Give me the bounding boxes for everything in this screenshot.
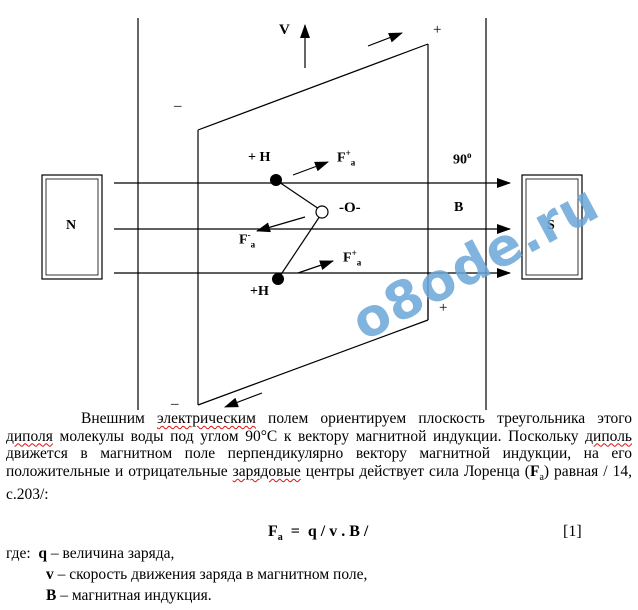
definition-q: где: q – величина заряда, bbox=[6, 545, 175, 562]
label-b: B bbox=[454, 200, 464, 215]
label-minus-bottom: – bbox=[171, 396, 179, 412]
variable-definitions: где: q – величина заряда, v – скорость д… bbox=[6, 543, 367, 606]
label-angle: 90o bbox=[453, 150, 472, 169]
top-plate-edge bbox=[197, 43, 429, 131]
label-velocity: V bbox=[279, 22, 290, 38]
force-arrow-bottom bbox=[297, 260, 334, 274]
lorentz-formula: Fa = q / v . B / bbox=[268, 523, 369, 544]
label-magnet-n: N bbox=[66, 218, 77, 233]
bottom-plate-edge bbox=[197, 319, 429, 406]
plate-motion-arrow-top bbox=[367, 32, 403, 47]
label-plus-bottom: + bbox=[439, 300, 448, 316]
equation-number: [1] bbox=[563, 523, 582, 540]
force-top-sub: a bbox=[350, 157, 356, 168]
magnet-n-inner bbox=[45, 178, 99, 276]
bond-bottom bbox=[277, 212, 323, 280]
force-mid-sup: - bbox=[247, 230, 251, 240]
magnet-n bbox=[41, 174, 103, 280]
hydrogen-atom-bottom bbox=[272, 273, 284, 285]
force-top-sup: + bbox=[345, 148, 351, 158]
force-low-sub: a bbox=[356, 257, 362, 268]
force-mid-sub: a bbox=[250, 239, 256, 250]
angle-value: 90 bbox=[453, 152, 467, 168]
hydrogen-atom-top bbox=[270, 174, 282, 186]
force-top-main: F bbox=[337, 150, 346, 166]
force-low-main: F bbox=[343, 250, 352, 266]
label-force-top: F+a bbox=[337, 148, 355, 167]
angle-degree: o bbox=[467, 150, 472, 160]
label-plus-h-top: + H bbox=[248, 150, 271, 165]
diagram bbox=[41, 18, 583, 410]
label-force-bottom: F+a bbox=[343, 248, 361, 267]
definition-b: B – магнитная индукция. bbox=[46, 587, 212, 604]
plate-motion-arrow-bottom bbox=[224, 392, 263, 408]
label-oxygen: -O- bbox=[339, 200, 361, 216]
label-plus-h-bottom: +H bbox=[250, 284, 269, 299]
definition-v: v – скорость движения заряда в магнитном… bbox=[46, 566, 368, 583]
label-force-middle: F-a bbox=[239, 230, 255, 249]
force-mid-main: F bbox=[239, 232, 248, 248]
label-plus-top: + bbox=[433, 22, 442, 38]
body-paragraph: Внешним электрическим полем ориентируем … bbox=[6, 410, 632, 504]
magnet-s bbox=[521, 174, 583, 280]
label-minus-top: – bbox=[174, 98, 182, 114]
magnet-s-inner bbox=[525, 178, 579, 276]
force-arrow-top bbox=[292, 161, 329, 176]
force-low-sup: + bbox=[351, 248, 357, 258]
bond-top bbox=[275, 179, 323, 212]
force-arrow-middle bbox=[256, 216, 306, 233]
oxygen-atom bbox=[315, 205, 329, 219]
label-magnet-s: S bbox=[547, 218, 555, 233]
